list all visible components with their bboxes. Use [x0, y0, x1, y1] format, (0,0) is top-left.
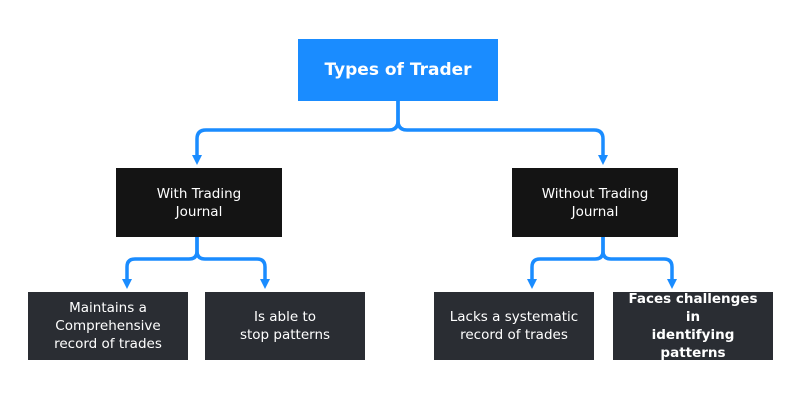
connector-left-to-leaf-2	[195, 237, 270, 289]
leaf-stop-patterns: Is able to stop patterns	[205, 292, 365, 360]
connector-root-to-right	[396, 101, 608, 165]
connector-right-to-leaf-4	[601, 237, 677, 289]
node-with-trading-journal: With Trading Journal	[116, 168, 282, 237]
leaf-maintains-record: Maintains a Comprehensive record of trad…	[28, 292, 188, 360]
leaf-faces-challenges: Faces challenges in identifying patterns	[613, 291, 773, 361]
leaf-lacks-record: Lacks a systematic record of trades	[434, 292, 594, 360]
root-node-types-of-trader: Types of Trader	[298, 39, 498, 101]
connector-left-to-leaf-1	[122, 237, 199, 289]
node-without-trading-journal: Without Trading Journal	[512, 168, 678, 237]
connector-right-to-leaf-3	[527, 237, 605, 289]
connector-root-to-left	[192, 101, 400, 165]
